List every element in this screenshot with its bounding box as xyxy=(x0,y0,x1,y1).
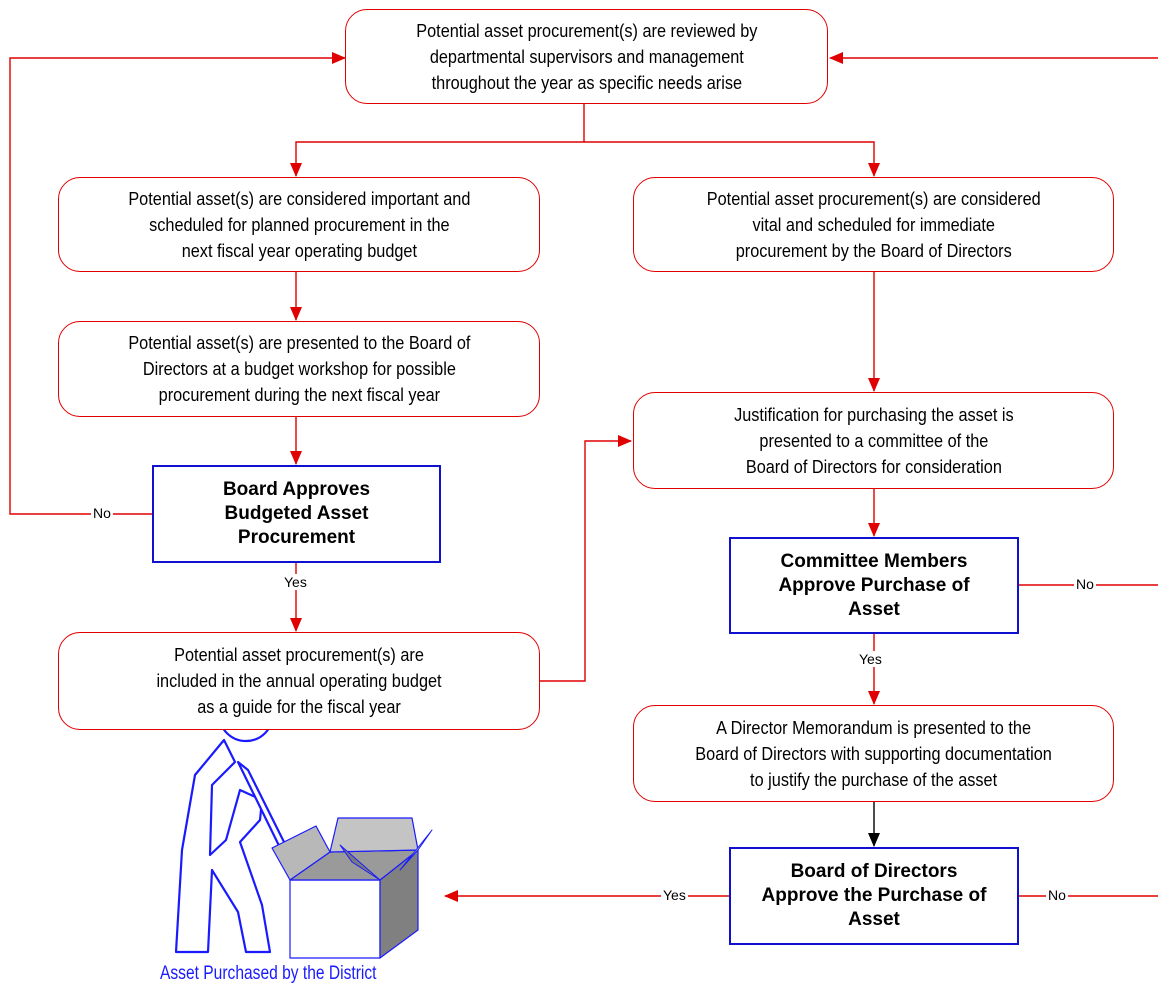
decision-board-approves-budget-text: Board Approves Budgeted Asset Procuremen… xyxy=(222,479,371,548)
label-no-board: No xyxy=(1046,887,1068,903)
decision-board-approves-purchase-text: Board of Directors Approve the Purchase … xyxy=(761,861,987,930)
edge-decision-no-to-review xyxy=(9,52,346,515)
node-director-memorandum-text: A Director Memorandum is presented to th… xyxy=(695,716,1052,790)
node-planned-procurement-text: Potential asset(s) are considered import… xyxy=(127,187,471,261)
node-budget-workshop-text: Potential asset(s) are presented to the … xyxy=(127,332,471,405)
edge-included-to-justification xyxy=(540,435,632,682)
node-review-needs-text: Potential asset procurement(s) are revie… xyxy=(415,19,758,93)
node-vital-procurement: Potential asset procurement(s) are consi… xyxy=(633,177,1114,272)
decision-committee-approves: Committee Members Approve Purchase of As… xyxy=(729,537,1019,634)
node-vital-procurement-text: Potential asset procurement(s) are consi… xyxy=(706,187,1041,261)
label-yes-committee: Yes xyxy=(857,651,884,667)
label-yes-budget: Yes xyxy=(282,574,309,590)
label-no-committee: No xyxy=(1074,576,1096,592)
decision-board-approves-purchase: Board of Directors Approve the Purchase … xyxy=(729,847,1019,945)
node-director-memorandum: A Director Memorandum is presented to th… xyxy=(633,705,1114,802)
asset-purchased-caption: Asset Purchased by the District xyxy=(160,963,377,984)
node-review-needs: Potential asset procurement(s) are revie… xyxy=(345,9,828,104)
decision-committee-approves-text: Committee Members Approve Purchase of As… xyxy=(778,550,970,620)
node-planned-procurement: Potential asset(s) are considered import… xyxy=(58,177,540,272)
node-justification-text: Justification for purchasing the asset i… xyxy=(733,403,1014,477)
node-included-in-budget: Potential asset procurement(s) are inclu… xyxy=(58,632,540,730)
node-budget-workshop: Potential asset(s) are presented to the … xyxy=(58,321,540,417)
edge-review-split xyxy=(290,104,585,177)
label-yes-board: Yes xyxy=(661,887,688,903)
decision-board-approves-budget: Board Approves Budgeted Asset Procuremen… xyxy=(152,465,441,563)
node-included-in-budget-text: Potential asset procurement(s) are inclu… xyxy=(156,644,442,717)
label-no-budget: No xyxy=(91,505,113,521)
node-justification: Justification for purchasing the asset i… xyxy=(633,392,1114,489)
edge-review-to-vital xyxy=(584,141,880,177)
